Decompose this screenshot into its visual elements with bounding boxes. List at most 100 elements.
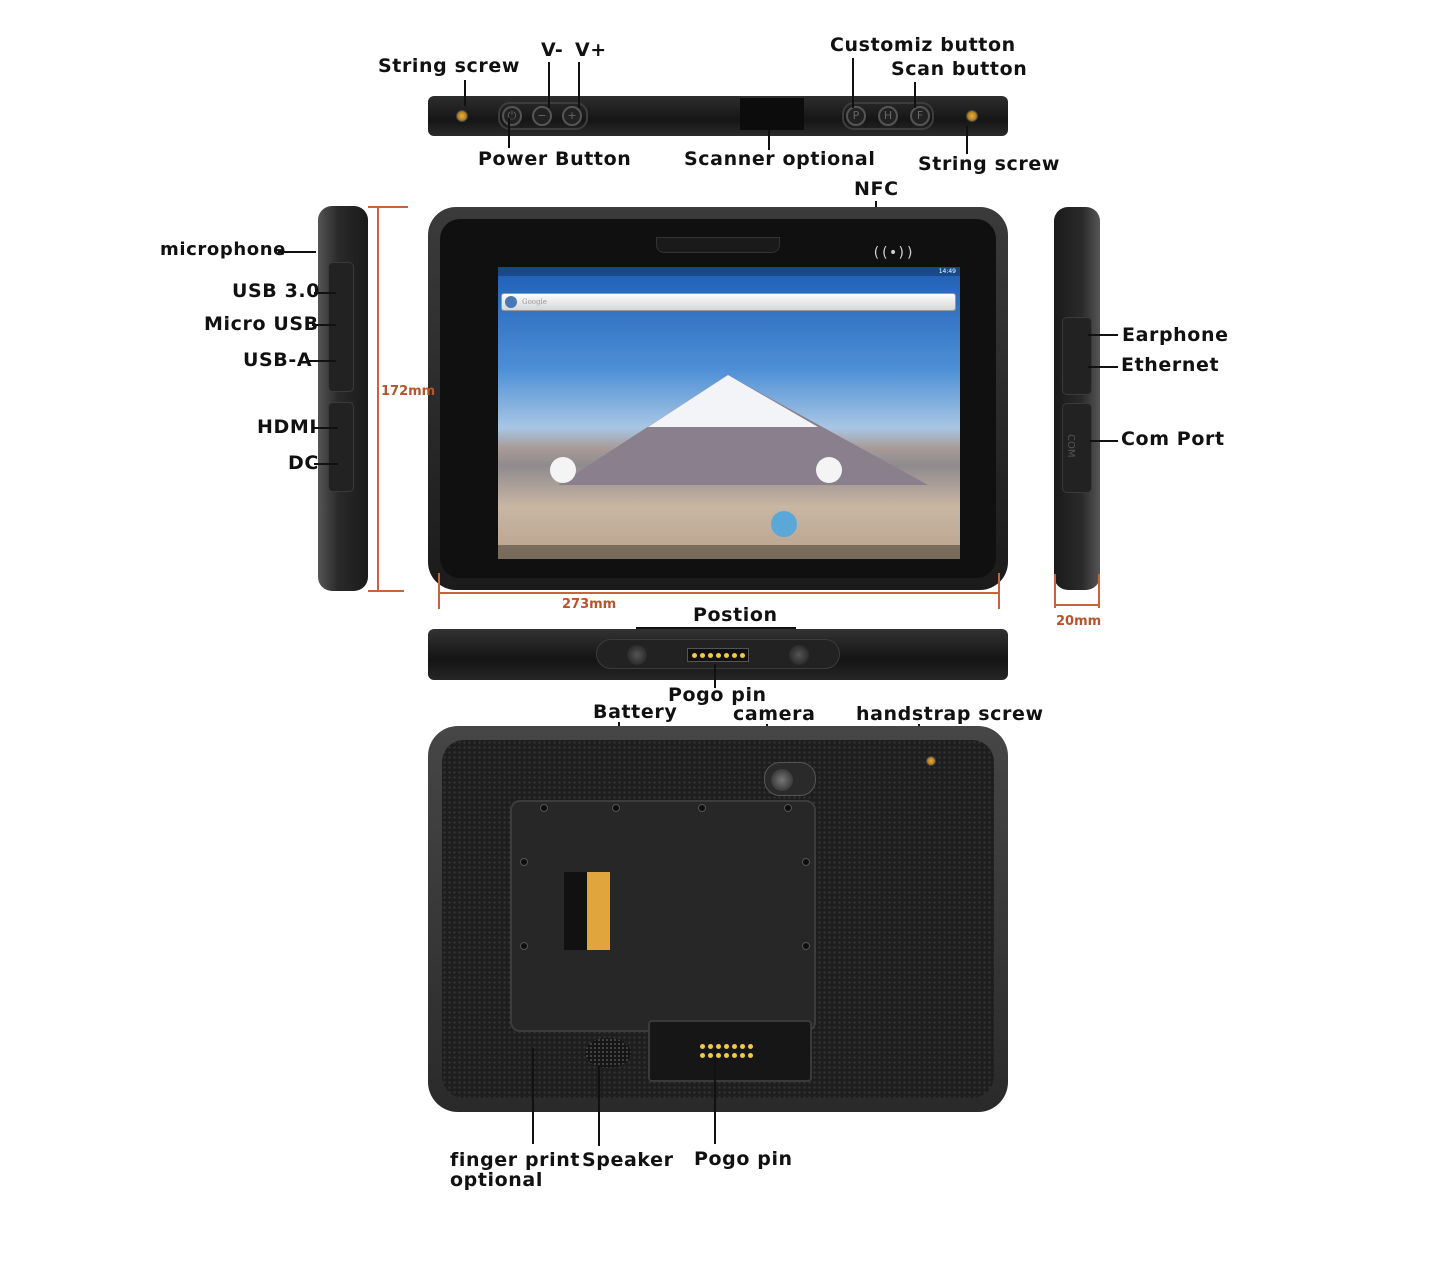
- rear-pogo-pin: [748, 1044, 753, 1049]
- customiz-button: P: [846, 106, 866, 126]
- dim-thickness-line: [1054, 604, 1100, 606]
- battery-screw: [802, 942, 810, 950]
- pogo-pin-strip: [687, 648, 749, 662]
- scan-glyph: F: [916, 109, 924, 122]
- label-finger-print: finger print: [450, 1149, 581, 1171]
- label-v-minus: V-: [541, 39, 564, 61]
- label-customiz-button: Customiz button: [830, 34, 1016, 56]
- dim-thickness-right-tick: [1098, 574, 1100, 608]
- battery-screw: [612, 804, 620, 812]
- label-v-plus: V+: [575, 39, 607, 61]
- label-speaker: Speaker: [582, 1149, 674, 1171]
- rear-pogo-pin: [748, 1053, 753, 1058]
- home-button: H: [878, 106, 898, 126]
- pogo-pin: [716, 653, 721, 658]
- com-port-text: COM: [1065, 434, 1076, 458]
- label-com-port: Com Port: [1121, 428, 1225, 450]
- dim-thickness-text: 20mm: [1056, 614, 1102, 629]
- pogo-pin: [724, 653, 729, 658]
- leader-power-button: [508, 118, 510, 148]
- home-glyph: H: [883, 109, 893, 122]
- rear-pogo-pin: [700, 1053, 705, 1058]
- battery-screw: [520, 858, 528, 866]
- rear-camera: [764, 762, 816, 796]
- label-pogo-pin-bottom: Pogo pin: [694, 1148, 793, 1170]
- label-handstrap-screw: handstrap screw: [856, 703, 1044, 725]
- tablet-back: [428, 726, 1008, 1112]
- wallpaper-snowcap: [648, 375, 818, 427]
- dim-width-left-tick: [438, 573, 440, 609]
- leader-hdmi: [314, 427, 338, 429]
- label-microphone: microphone: [160, 239, 286, 260]
- leader-postion-bar: [636, 627, 796, 629]
- leader-scan-button: [914, 82, 916, 108]
- label-battery: Battery: [593, 701, 678, 723]
- tablet-left-side: [318, 206, 368, 591]
- rear-pogo-pin: [732, 1053, 737, 1058]
- leader-pogo-pin-bottom: [714, 1048, 716, 1144]
- speaker-grill: [585, 1038, 631, 1068]
- search-bar: Google: [501, 293, 956, 311]
- leader-string-screw-right: [966, 126, 968, 154]
- navigation-bar: [498, 545, 960, 559]
- rear-pogo-pin: [716, 1044, 721, 1049]
- label-micro-usb: Micro USB: [204, 313, 319, 335]
- leader-v-minus: [548, 62, 550, 108]
- volume-down-button: −: [532, 106, 552, 126]
- launcher-icon: [771, 511, 797, 537]
- earphone-ethernet-cover: [1062, 317, 1092, 395]
- dim-height-top-tick: [368, 206, 408, 208]
- leader-earphone: [1088, 334, 1118, 336]
- scanner-window: [740, 98, 804, 130]
- tablet-bottom-edge: [428, 629, 1008, 680]
- leader-customiz-button: [852, 58, 854, 108]
- tablet-top-edge: ⏻ − + P H F: [428, 96, 1008, 136]
- leader-micro-usb: [312, 324, 336, 326]
- docking-pad: [596, 639, 840, 669]
- com-port-cover: COM: [1062, 403, 1092, 493]
- battery-screw: [802, 858, 810, 866]
- rear-pogo-pin: [708, 1053, 713, 1058]
- pogo-pin: [692, 653, 697, 658]
- status-bar: 14:49: [498, 267, 960, 276]
- battery-screw: [540, 804, 548, 812]
- label-usb30: USB 3.0: [232, 280, 321, 302]
- camera-lens-icon: [771, 769, 793, 791]
- rear-pogo-pin: [708, 1044, 713, 1049]
- power-glyph: ⏻: [507, 109, 517, 122]
- status-time: 14:49: [938, 268, 956, 275]
- search-placeholder: Google: [522, 298, 547, 306]
- power-button: ⏻: [502, 106, 522, 126]
- label-string-screw-right: String screw: [918, 153, 1060, 175]
- rear-pogo-pin: [724, 1053, 729, 1058]
- battery-screw: [698, 804, 706, 812]
- rear-pogo-pin: [700, 1044, 705, 1049]
- rear-pogo-pin: [740, 1053, 745, 1058]
- search-icon: [505, 296, 517, 308]
- dim-width-right-tick: [998, 573, 1000, 609]
- pogo-pin: [708, 653, 713, 658]
- label-postion: Postion: [693, 604, 778, 626]
- scan-button: F: [910, 106, 930, 126]
- leader-string-screw-left: [464, 80, 466, 106]
- leader-speaker: [598, 1066, 600, 1146]
- tablet-right-side: COM: [1054, 207, 1100, 590]
- front-bezel: ((•)) 14:49 Google: [440, 219, 996, 578]
- leader-scanner: [768, 130, 770, 150]
- volume-up-button: +: [562, 106, 582, 126]
- label-string-screw-left: String screw: [378, 55, 520, 77]
- dim-thickness-left-tick: [1054, 574, 1056, 608]
- customiz-glyph: P: [852, 109, 860, 122]
- battery-label-sticker: [564, 872, 610, 950]
- rear-pogo-pin: [732, 1044, 737, 1049]
- battery-cover: [510, 800, 816, 1032]
- rear-pogo-pin: [740, 1044, 745, 1049]
- leader-usb-a: [308, 360, 336, 362]
- leader-v-plus: [578, 62, 580, 108]
- dim-height-bottom-tick: [368, 590, 404, 592]
- dim-height-text: 172mm: [381, 384, 436, 399]
- label-ethernet: Ethernet: [1121, 354, 1220, 376]
- back-panel: [442, 740, 994, 1098]
- label-earphone: Earphone: [1122, 324, 1229, 346]
- label-hdmi: HDMI: [257, 416, 318, 438]
